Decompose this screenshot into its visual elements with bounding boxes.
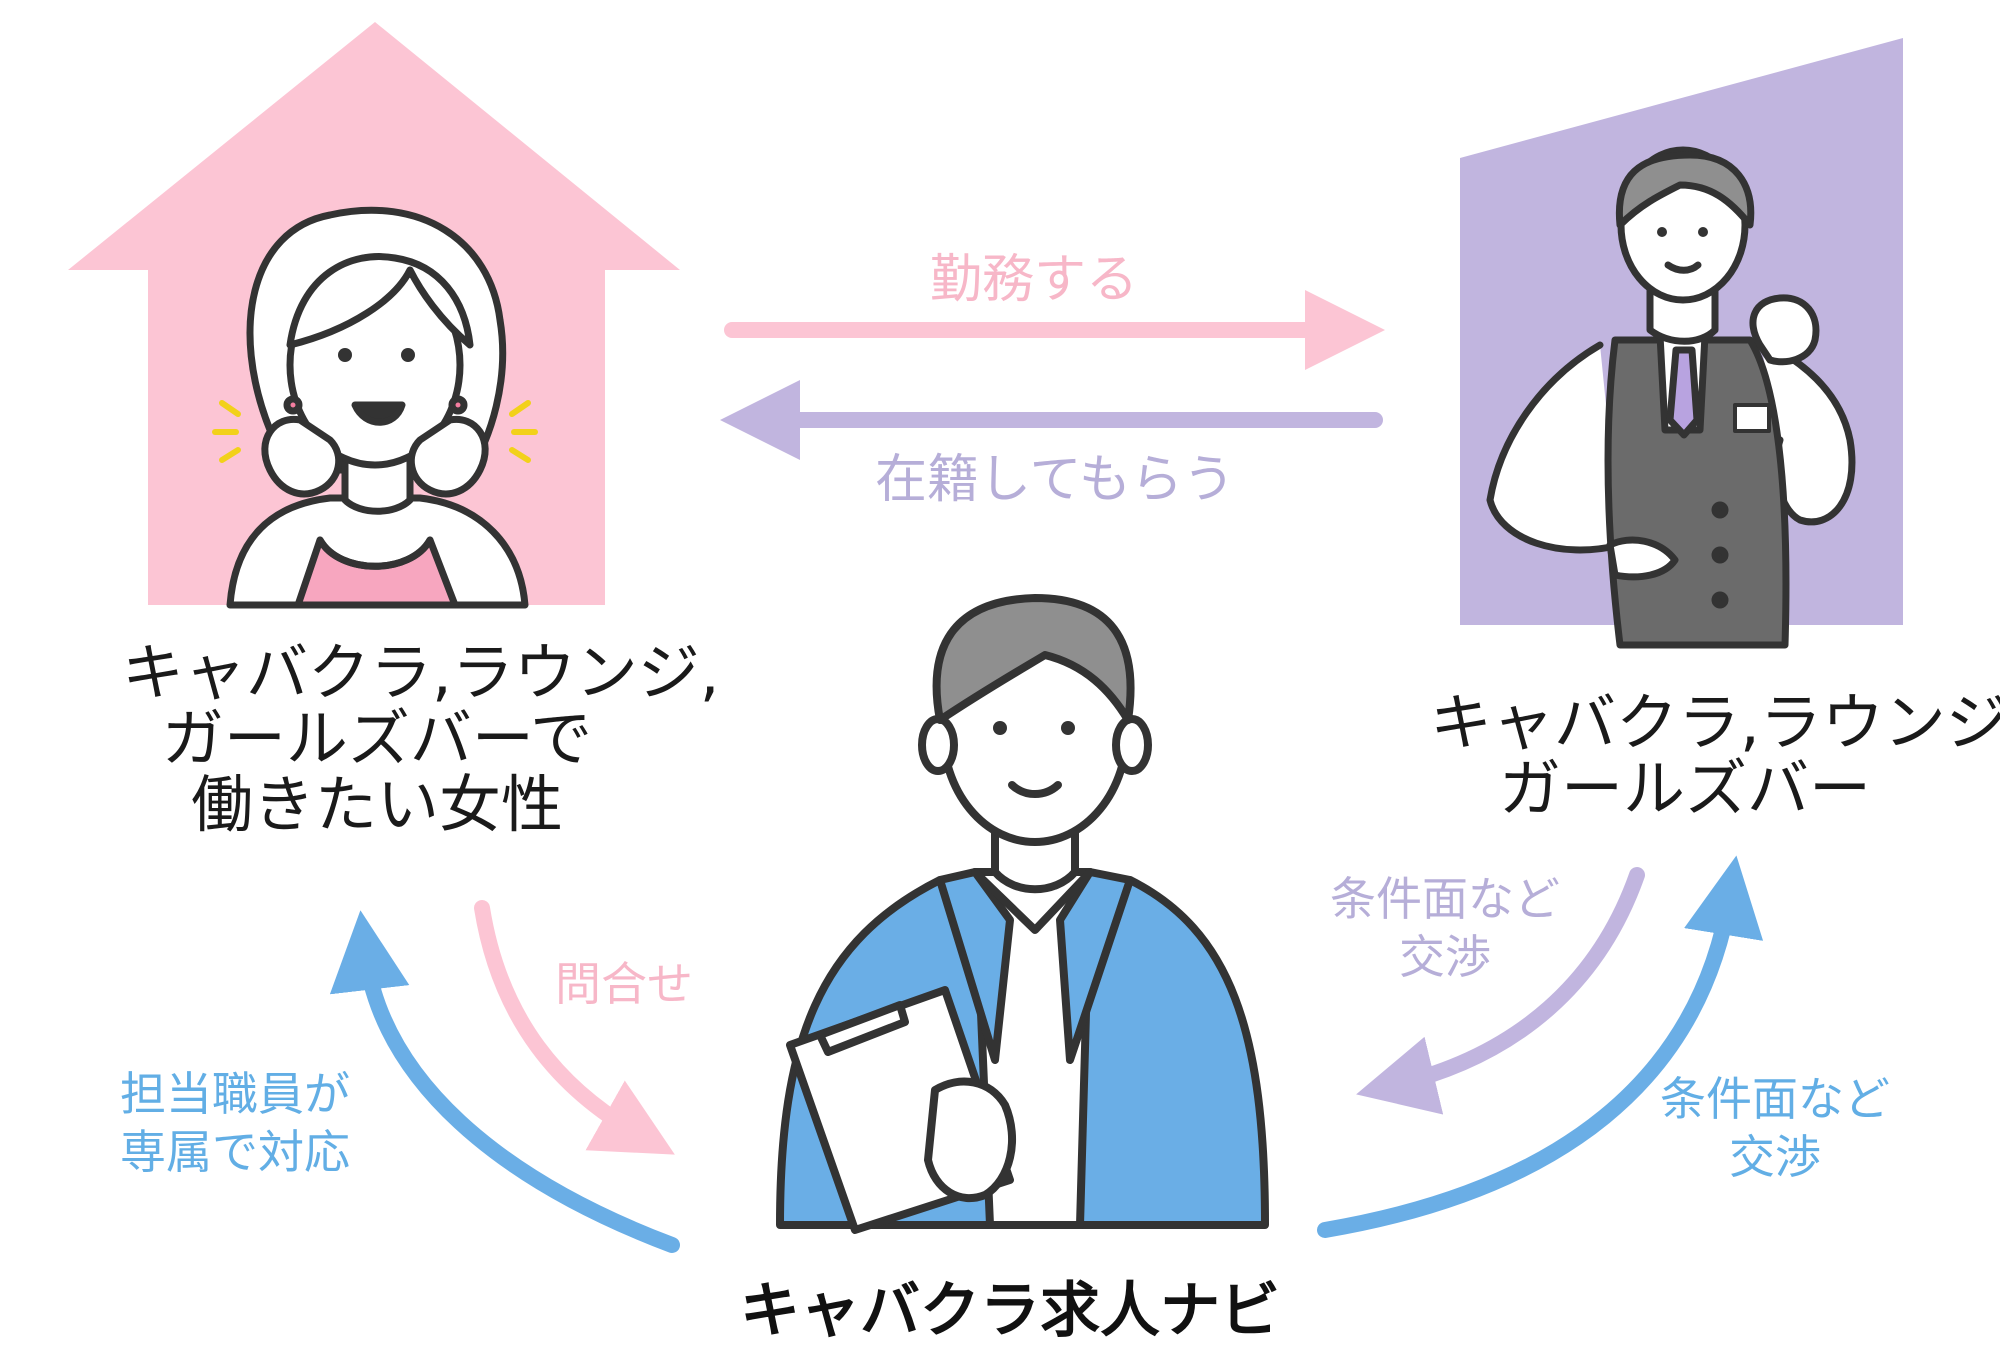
stores-label-line-1: キャバクラ,ラウンジ, (1430, 686, 2000, 759)
arrow-negotiate-purple (1356, 867, 1645, 1115)
negotiate-purple-line-1: 条件面など (1330, 872, 1560, 926)
arrow-inquiry (474, 900, 675, 1155)
service-title: キャバクラ求人ナビ (740, 1276, 1280, 1346)
stores-label-line-2: ガールズバー (1498, 752, 1871, 825)
negotiate-purple-line-2: 交渉 (1399, 930, 1491, 984)
negotiate-blue-line-1: 条件面など (1660, 1072, 1890, 1126)
recruiter-illustration (776, 594, 1269, 1234)
negotiate-blue-line-2: 交渉 (1729, 1130, 1821, 1184)
support-label-line-1: 担当職員が (120, 1067, 350, 1121)
work-label: 勤務する (930, 250, 1139, 310)
women-label-line-3: 働きたい女性 (190, 768, 563, 841)
support-label: 担当職員が 専属で対応 (120, 1065, 350, 1181)
woman-illustration (212, 206, 538, 609)
arrow-negotiate-blue (1317, 855, 1764, 1238)
negotiate-blue-label: 条件面など 交渉 (1660, 1070, 1890, 1186)
women-label: キャバクラ,ラウンジ, ガールズバーで 働きたい女性 (122, 636, 720, 841)
negotiate-purple-label: 条件面など 交渉 (1330, 870, 1560, 986)
arrow-support (329, 910, 680, 1253)
manager-illustration (1486, 146, 1856, 649)
women-label-line-1: キャバクラ,ラウンジ, (122, 636, 720, 709)
support-label-line-2: 専属で対応 (120, 1125, 350, 1179)
stores-label: キャバクラ,ラウンジ, ガールズバー (1430, 686, 2000, 825)
women-label-line-2: ガールズバーで (161, 702, 593, 775)
inquiry-label: 問合せ (555, 957, 693, 1011)
enroll-label: 在籍してもらう (875, 450, 1235, 510)
